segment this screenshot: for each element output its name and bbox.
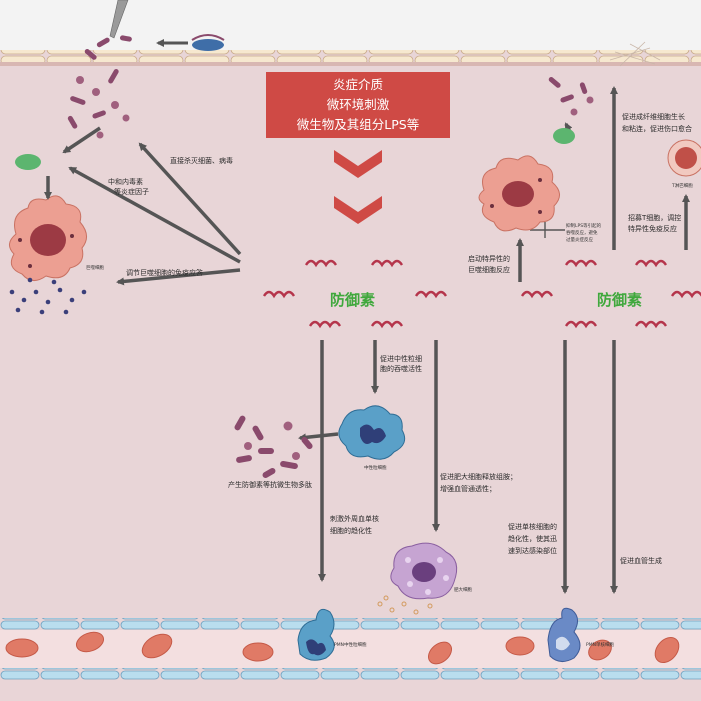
label-neutralize-1: 中和内毒素 — [108, 178, 143, 186]
defensin-label-left: 防御素 — [330, 291, 376, 309]
red-blood-cells — [5, 631, 680, 665]
label-direct-kill: 直接杀灭细菌、病毒 — [170, 157, 233, 165]
label-promote-neutrophil-1: 促进中性粒细 — [380, 355, 422, 363]
pmn-monocyte-cell — [547, 607, 581, 662]
label-regulate-macrophage: 调节巨噬细胞的免疫应答 — [126, 269, 203, 277]
label-activate-2: 巨噬细胞反应 — [468, 266, 510, 274]
label-t-cell: T淋巴细胞 — [672, 184, 693, 189]
cytokine-dots-left — [9, 277, 87, 315]
middle-arrows — [298, 340, 440, 582]
label-pmn-neutrophil: PMN中性粒细胞 — [334, 643, 367, 648]
lps-lta-marker-left — [15, 154, 41, 170]
label-mono-3: 速到达感染部位 — [508, 547, 557, 555]
banner-line-3: 微生物及其组分LPS等 — [296, 117, 420, 132]
epithelium-layer — [0, 50, 701, 66]
defensin-label-right: 防御素 — [597, 291, 643, 309]
label-chemotaxis-1: 刺激外周血单核 — [330, 515, 379, 523]
histamine-dots — [377, 595, 433, 615]
label-pmn-monocyte: PMN单核细胞 — [586, 643, 614, 648]
virus-cluster-top-right — [570, 96, 594, 116]
stimulus-banner: 炎症介质 微环境刺激 微生物及其组分LPS等 — [266, 72, 450, 138]
dish-icon — [191, 34, 225, 51]
label-mast-1: 促进肥大细胞释放组胺； — [440, 473, 517, 481]
t-cell — [667, 139, 701, 177]
bacteria-cluster-top-right — [548, 76, 588, 103]
virus-cluster-top-left — [76, 76, 130, 139]
label-neutralize-2: 等炎症因子 — [114, 188, 149, 196]
label-mono-2: 趋化性，使其迅 — [508, 535, 557, 543]
label-inhibit-3: 过量炎症反应 — [566, 238, 593, 243]
label-activate-1: 启动特异性的 — [468, 255, 510, 263]
bacteria-cluster-middle — [234, 415, 313, 478]
mast-cell — [390, 542, 458, 600]
neutrophil-cell — [338, 405, 406, 460]
defensin-peptides-right — [520, 259, 701, 329]
label-neutrophil: 中性粒细胞 — [364, 466, 387, 471]
macrophage-right — [478, 155, 560, 232]
label-recruit-2: 特异性免疫反应 — [628, 225, 677, 233]
label-recruit-1: 招募T细胞，调控 — [628, 214, 682, 222]
label-inhibit-1: 抑制LPS等引起的 — [566, 224, 602, 229]
label-fibro-1: 促进成纤维细胞生长 — [622, 113, 685, 121]
label-mast-2: 增强血管通透性； — [440, 485, 496, 493]
label-macrophage-left: 巨噬细胞 — [86, 266, 104, 271]
banner-line-2: 微环境刺激 — [326, 97, 390, 112]
label-chemotaxis-2: 细胞的趋化性 — [330, 527, 372, 535]
defensin-peptides-left — [262, 259, 448, 329]
label-angio: 促进血管生成 — [620, 557, 662, 565]
virus-cluster-middle — [244, 421, 300, 460]
banner-line-1: 炎症介质 — [332, 77, 383, 92]
label-antimicrobial: 产生防御素等抗微生物多肽 — [228, 481, 312, 489]
macrophage-left — [9, 195, 87, 281]
needle-icon — [109, 0, 129, 39]
bacteria-cluster-top-left — [67, 35, 132, 129]
label-inhibit-2: 吞噬反应，避免 — [566, 231, 598, 236]
fibroblast-mesh — [609, 41, 661, 67]
label-fibro-2: 和粘连，促进伤口愈合 — [622, 125, 692, 133]
label-mono-1: 促进单核细胞的 — [508, 523, 557, 531]
inhibition-line — [530, 222, 565, 238]
blood-vessel — [0, 618, 701, 701]
left-arrows — [44, 126, 242, 286]
label-mast-cell: 肥大细胞 — [454, 588, 472, 593]
chevron-icons — [334, 150, 382, 224]
pmn-neutrophil-cell — [297, 608, 335, 661]
lps-lta-marker-right — [553, 128, 575, 144]
right-arrows — [516, 86, 690, 594]
label-promote-neutrophil-2: 胞的吞噬活性 — [380, 365, 422, 373]
